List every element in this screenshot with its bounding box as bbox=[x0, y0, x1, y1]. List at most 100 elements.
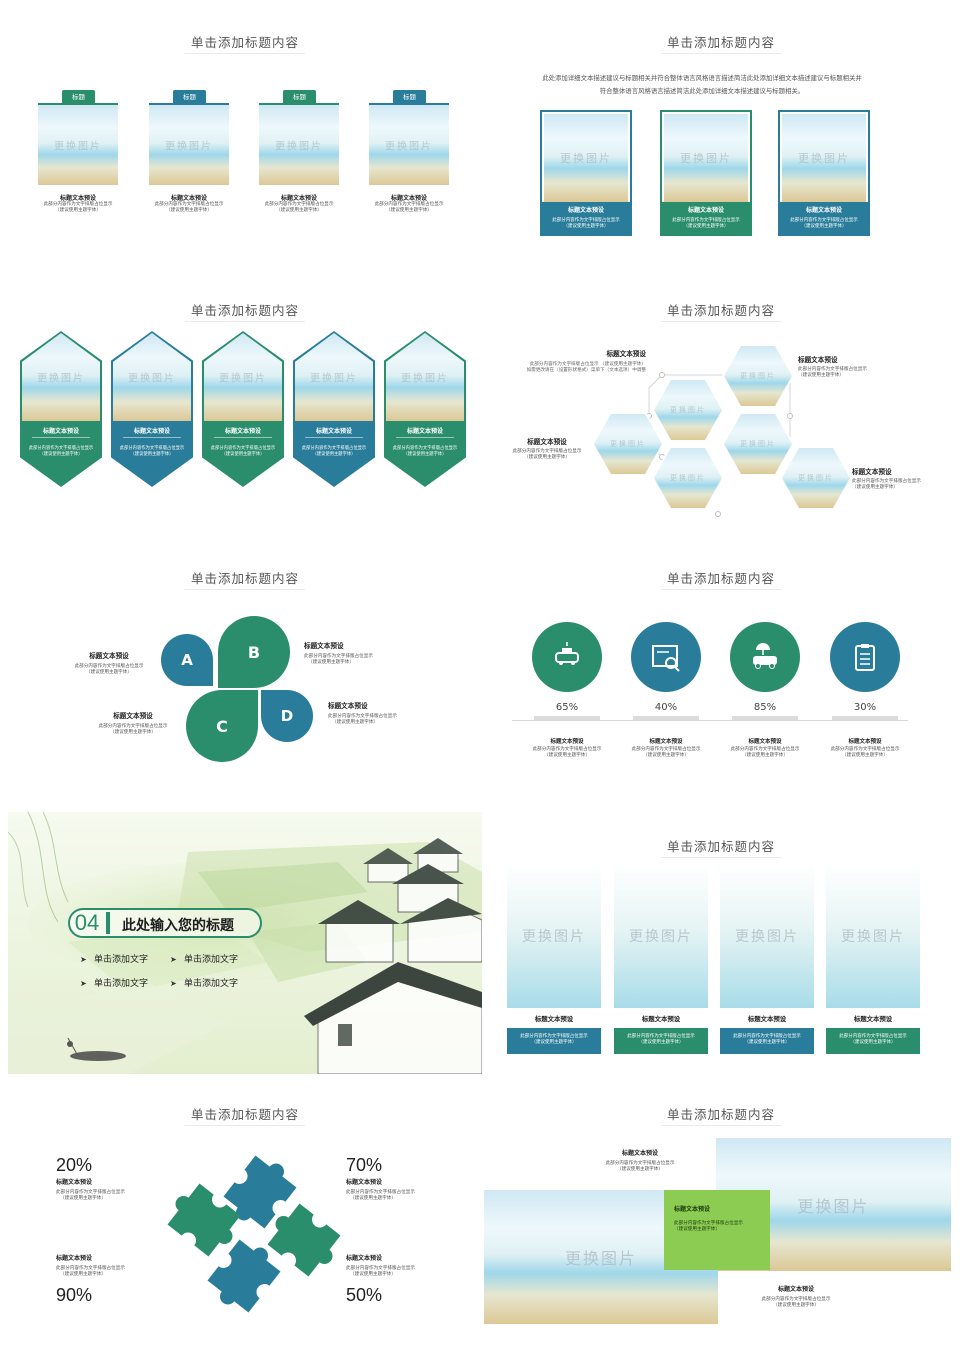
hex-card-inner: 更换图片标题文本预设此部分内容作为文字排版占位显示（建议使用主题字体） bbox=[386, 333, 464, 485]
image-placeholder[interactable]: 更换图片 bbox=[38, 105, 118, 185]
hex-card[interactable]: 更换图片标题文本预设此部分内容作为文字排版占位显示（建议使用主题字体） bbox=[384, 331, 466, 487]
placeholder-label: 更换图片 bbox=[219, 373, 267, 385]
placeholder-label: 更换图片 bbox=[629, 929, 693, 945]
image-placeholder[interactable]: 更换图片 bbox=[149, 105, 229, 185]
title-divider bbox=[661, 321, 781, 322]
tag-label: 标题 bbox=[393, 90, 426, 104]
slide-7: 04 此处输入您的标题 ➤单击添加文字➤单击添加文字➤单击添加文字➤单击添加文字 bbox=[8, 812, 482, 1074]
stat-block: 标题文本预设此部分内容作为文字排版占位显示（建议使用主题字体）90% bbox=[56, 1252, 156, 1306]
card-desc2: （建议使用主题字体） bbox=[744, 1040, 790, 1045]
image-placeholder[interactable]: 更换图片 bbox=[782, 114, 866, 202]
image-placeholder[interactable]: 更换图片 bbox=[22, 333, 100, 421]
image-placeholder[interactable]: 更换图片 bbox=[724, 346, 792, 406]
hex-desc: 此部分内容作为文字排版占位显示 bbox=[119, 446, 185, 451]
stat-desc: 此部分内容作为文字排版占位显示 bbox=[56, 1266, 125, 1271]
placeholder-label: 更换图片 bbox=[401, 373, 449, 385]
placeholder-label: 更换图片 bbox=[128, 373, 176, 385]
hex-divider bbox=[214, 437, 272, 438]
title-frame bbox=[68, 908, 262, 938]
bullet-text: 单击添加文字 bbox=[184, 979, 239, 989]
hex-card[interactable]: 更换图片标题文本预设此部分内容作为文字排版占位显示（建议使用主题字体） bbox=[293, 331, 375, 487]
card-desc-band: 此部分内容作为文字排版占位显示（建议使用主题字体） bbox=[507, 1028, 601, 1054]
bullet-arrow-icon: ➤ bbox=[80, 955, 87, 964]
image-placeholder[interactable]: 更换图片 bbox=[544, 114, 628, 202]
image-placeholder[interactable]: 更换图片 bbox=[259, 105, 339, 185]
item-title: 标题文本预设 bbox=[550, 739, 584, 745]
slide-2: 单击添加标题内容 此处添加详细文本描述建议与标题相关并符合整体语言风格语言描述简… bbox=[484, 8, 958, 270]
title-divider bbox=[185, 321, 305, 322]
hex-desc: 此部分内容作为文字排版占位显示 bbox=[301, 446, 367, 451]
placeholder-label: 更换图片 bbox=[610, 440, 646, 448]
image-card[interactable]: 更换图片标题文本预设此部分内容作为文字排版占位显示（建议使用主题字体） bbox=[540, 110, 632, 236]
bullet-arrow-icon: ➤ bbox=[80, 979, 87, 988]
placeholder-label: 更换图片 bbox=[670, 474, 706, 482]
image-placeholder[interactable]: 更换图片 bbox=[507, 864, 601, 1008]
image-placeholder[interactable]: 更换图片 bbox=[826, 864, 920, 1008]
card-desc-band: 此部分内容作为文字排版占位显示（建议使用主题字体） bbox=[826, 1028, 920, 1054]
hex-title: 标题文本预设 bbox=[315, 428, 352, 435]
stat-block: 标题文本预设此部分内容作为文字排版占位显示（建议使用主题字体）50% bbox=[346, 1252, 446, 1306]
hex-divider bbox=[123, 437, 181, 438]
card-desc: 此部分内容作为文字排版占位显示 bbox=[43, 202, 113, 207]
stat-title: 标题文本预设 bbox=[346, 1255, 383, 1262]
item-desc: 此部分内容作为文字排版占位显示 bbox=[830, 747, 900, 752]
hex-card-inner: 更换图片标题文本预设此部分内容作为文字排版占位显示（建议使用主题字体） bbox=[113, 333, 191, 485]
slide-8: 单击添加标题内容 更换图片标题文本预设此部分内容作为文字排版占位显示（建议使用主… bbox=[484, 812, 958, 1074]
hex-card[interactable]: 更换图片标题文本预设此部分内容作为文字排版占位显示（建议使用主题字体） bbox=[202, 331, 284, 487]
image-card[interactable]: 更换图片标题文本预设此部分内容作为文字排版占位显示（建议使用主题字体） bbox=[778, 110, 870, 236]
hex-desc: 此部分内容作为文字排版占位显示 bbox=[210, 446, 276, 451]
percent-label: 30% bbox=[853, 702, 877, 713]
placeholder-label: 更换图片 bbox=[37, 373, 85, 385]
image-placeholder[interactable]: 更换图片 bbox=[782, 448, 850, 508]
image-placeholder[interactable]: 更换图片 bbox=[369, 105, 449, 185]
police-car-icon bbox=[532, 622, 602, 692]
image-placeholder[interactable]: 更换图片 bbox=[113, 333, 191, 421]
image-placeholder[interactable]: 更换图片 bbox=[654, 380, 722, 440]
title-divider bbox=[661, 1125, 781, 1126]
card-desc-band: 此部分内容作为文字排版占位显示（建议使用主题字体） bbox=[614, 1028, 708, 1054]
car-umbrella-icon bbox=[730, 622, 800, 692]
hex-card-inner: 更换图片标题文本预设此部分内容作为文字排版占位显示（建议使用主题字体） bbox=[204, 333, 282, 485]
hex-card[interactable]: 更换图片标题文本预设此部分内容作为文字排版占位显示（建议使用主题字体） bbox=[111, 331, 193, 487]
hex-divider bbox=[305, 437, 363, 438]
hex-desc2: （建议使用主题字体） bbox=[130, 452, 174, 457]
caption-desc: 此部分内容作为文字排版占位显示 bbox=[672, 218, 740, 223]
caption-title: 标题文本预设 bbox=[687, 207, 724, 214]
stat-percent: 70% bbox=[346, 1155, 383, 1175]
image-placeholder[interactable]: 更换图片 bbox=[654, 448, 722, 508]
image-placeholder[interactable]: 更换图片 bbox=[664, 114, 748, 202]
hex-divider bbox=[396, 437, 454, 438]
baseline-divider bbox=[512, 720, 908, 721]
image-placeholder[interactable]: 更换图片 bbox=[724, 414, 792, 474]
hex-title: 标题文本预设 bbox=[406, 428, 443, 435]
text-b: 标题文本预设此部分内容作为文字排版占位显示（建议使用主题字体） bbox=[304, 642, 373, 665]
card-title: 标题文本预设 bbox=[170, 195, 207, 202]
placeholder-label: 更换图片 bbox=[740, 372, 776, 380]
stat-percent: 90% bbox=[56, 1285, 93, 1305]
image-placeholder[interactable]: 更换图片 bbox=[614, 864, 708, 1008]
image-card[interactable]: 更换图片标题文本预设此部分内容作为文字排版占位显示（建议使用主题字体） bbox=[660, 110, 752, 236]
section-number: 04 bbox=[74, 910, 100, 935]
card-desc2: （建议使用主题字体） bbox=[55, 208, 101, 213]
image-placeholder[interactable]: 更换图片 bbox=[720, 864, 814, 1008]
caption-desc2: （建议使用主题字体） bbox=[801, 224, 847, 229]
slide-10: 单击添加标题内容 更换图片 更换图片 标题文本预设 此部分内容作为文字排版占位显… bbox=[484, 1080, 958, 1342]
hex-card[interactable]: 更换图片标题文本预设此部分内容作为文字排版占位显示（建议使用主题字体） bbox=[20, 331, 102, 487]
image-placeholder[interactable]: 更换图片 bbox=[386, 333, 464, 421]
slide-title: 单击添加标题内容 bbox=[190, 571, 299, 586]
item-desc2: （建议使用主题字体） bbox=[643, 753, 689, 758]
tag-label: 标题 bbox=[283, 90, 316, 104]
caption-band: 标题文本预设此部分内容作为文字排版占位显示（建议使用主题字体） bbox=[780, 202, 868, 234]
title-divider bbox=[185, 53, 305, 54]
placeholder-label: 更换图片 bbox=[385, 141, 433, 153]
image-placeholder[interactable]: 更换图片 bbox=[594, 414, 662, 474]
search-screen-icon bbox=[631, 622, 701, 692]
petal-a: A bbox=[161, 634, 213, 686]
title-divider bbox=[661, 589, 781, 590]
slide-1: 单击添加标题内容 标题更换图片标题文本预设此部分内容作为文字排版占位显示（建议使… bbox=[8, 8, 482, 270]
image-placeholder[interactable]: 更换图片 bbox=[295, 333, 373, 421]
card-title: 标题文本预设 bbox=[534, 1015, 574, 1023]
caption-desc2: （建议使用主题字体） bbox=[563, 224, 609, 229]
image-placeholder[interactable]: 更换图片 bbox=[204, 333, 282, 421]
bullet-text: 单击添加文字 bbox=[184, 955, 239, 965]
